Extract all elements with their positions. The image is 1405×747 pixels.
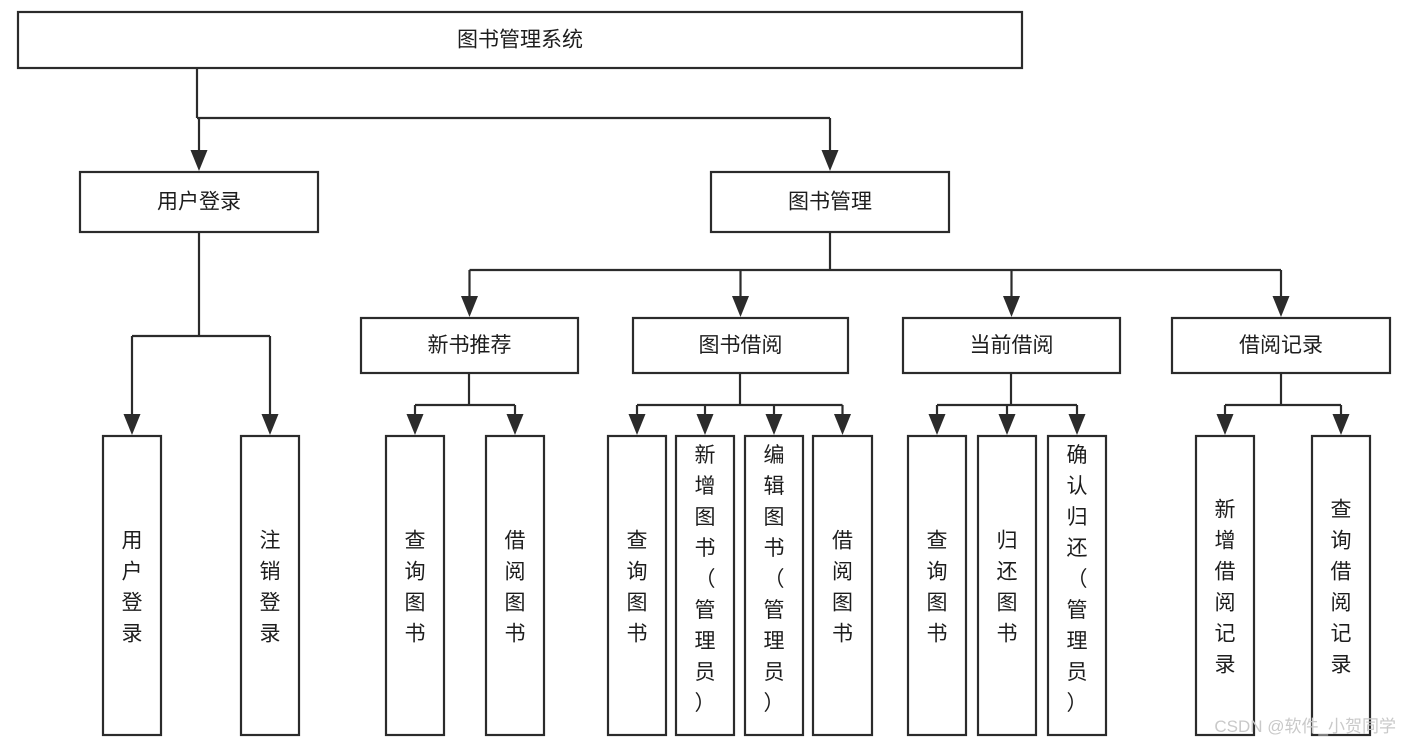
- node-box[interactable]: [1310, 434, 1372, 737]
- node-leaf_11[interactable]: 新增借阅记录: [1194, 434, 1256, 737]
- node-label: 查询图书: [927, 530, 948, 646]
- csdn-watermark: CSDN @软件_小贺同学: [1214, 717, 1396, 736]
- node-label: 借阅记录: [1239, 334, 1323, 357]
- arrow-head-icon: [998, 414, 1016, 435]
- node-label: 编辑图书（管理员）: [764, 444, 785, 715]
- node-leaf_12[interactable]: 查询借阅记录: [1310, 434, 1372, 737]
- node-box[interactable]: [359, 316, 580, 375]
- node-label: 图书借阅: [699, 334, 783, 357]
- node-l2_0[interactable]: 新书推荐: [359, 316, 580, 375]
- node-box[interactable]: [906, 434, 968, 737]
- node-leaf_1[interactable]: 注销登录: [239, 434, 301, 737]
- node-label: 查询图书: [405, 530, 426, 646]
- node-box[interactable]: [484, 434, 546, 737]
- connector-group-root: [190, 68, 839, 171]
- node-label: 查询图书: [627, 530, 648, 646]
- node-box[interactable]: [384, 434, 446, 737]
- node-label: 借阅图书: [832, 530, 853, 646]
- node-box[interactable]: [743, 434, 805, 737]
- arrow-head-icon: [190, 150, 208, 171]
- connector-group-l2_2: [928, 373, 1086, 435]
- node-label: 新书推荐: [428, 334, 512, 357]
- arrow-head-icon: [406, 414, 424, 435]
- node-leaf_5[interactable]: 新增图书（管理员）: [674, 434, 736, 737]
- arrow-head-icon: [732, 296, 749, 317]
- node-label: 图书管理: [788, 191, 872, 214]
- node-box[interactable]: [606, 434, 668, 737]
- node-l1_0[interactable]: 用户登录: [78, 170, 320, 234]
- node-leaf_4[interactable]: 查询图书: [606, 434, 668, 737]
- arrow-head-icon: [1003, 296, 1020, 317]
- arrow-head-icon: [765, 414, 783, 435]
- node-box[interactable]: [1194, 434, 1256, 737]
- arrow-head-icon: [1272, 296, 1290, 317]
- node-leaf_9[interactable]: 归还图书: [976, 434, 1038, 737]
- connector-group-l1_1: [461, 232, 1290, 317]
- connector-group-l2_1: [628, 373, 851, 435]
- node-box[interactable]: [1046, 434, 1108, 737]
- arrow-head-icon: [821, 150, 839, 171]
- arrow-head-icon: [628, 414, 646, 435]
- node-box[interactable]: [901, 316, 1122, 375]
- node-box[interactable]: [674, 434, 736, 737]
- node-root[interactable]: 图书管理系统: [16, 10, 1024, 70]
- connector-group-l2_0: [406, 373, 524, 435]
- node-label: 归还图书: [997, 530, 1018, 646]
- node-l2_1[interactable]: 图书借阅: [631, 316, 850, 375]
- node-leaf_2[interactable]: 查询图书: [384, 434, 446, 737]
- node-l2_2[interactable]: 当前借阅: [901, 316, 1122, 375]
- node-label: 用户登录: [122, 530, 143, 646]
- node-l2_3[interactable]: 借阅记录: [1170, 316, 1392, 375]
- arrow-head-icon: [1216, 414, 1234, 435]
- node-label: 图书管理系统: [457, 29, 583, 52]
- arrow-head-icon: [696, 414, 714, 435]
- node-box[interactable]: [78, 170, 320, 234]
- node-label: 借阅图书: [505, 530, 526, 646]
- node-box[interactable]: [1170, 316, 1392, 375]
- node-leaf_7[interactable]: 借阅图书: [811, 434, 874, 737]
- arrow-head-icon: [261, 414, 279, 435]
- node-label: 新增图书（管理员）: [695, 444, 716, 715]
- node-leaf_10[interactable]: 确认归还（管理员）: [1046, 434, 1108, 737]
- arrow-head-icon: [1068, 414, 1086, 435]
- connector-layer: [123, 68, 1350, 435]
- node-box[interactable]: [976, 434, 1038, 737]
- arrow-head-icon: [834, 414, 851, 435]
- node-label: 新增借阅记录: [1215, 499, 1236, 677]
- node-leaf_0[interactable]: 用户登录: [101, 434, 163, 737]
- node-leaf_3[interactable]: 借阅图书: [484, 434, 546, 737]
- arrow-head-icon: [461, 296, 478, 317]
- connector-group-l1_0: [123, 232, 279, 435]
- node-label: 当前借阅: [970, 334, 1054, 357]
- node-l1_1[interactable]: 图书管理: [709, 170, 951, 234]
- node-box[interactable]: [631, 316, 850, 375]
- node-layer: 图书管理系统用户登录图书管理新书推荐图书借阅当前借阅借阅记录用户登录注销登录查询…: [16, 10, 1392, 737]
- node-label: 用户登录: [157, 191, 241, 214]
- node-box[interactable]: [239, 434, 301, 737]
- node-label: 确认归还（管理员）: [1067, 444, 1088, 715]
- arrow-head-icon: [928, 414, 946, 435]
- node-label: 查询借阅记录: [1331, 499, 1352, 677]
- arrow-head-icon: [506, 414, 524, 435]
- node-leaf_6[interactable]: 编辑图书（管理员）: [743, 434, 805, 737]
- connector-group-l2_3: [1216, 373, 1350, 435]
- node-box[interactable]: [709, 170, 951, 234]
- node-box[interactable]: [811, 434, 874, 737]
- arrow-head-icon: [1332, 414, 1350, 435]
- node-leaf_8[interactable]: 查询图书: [906, 434, 968, 737]
- node-box[interactable]: [16, 10, 1024, 70]
- node-label: 注销登录: [260, 530, 281, 646]
- arrow-head-icon: [123, 414, 141, 435]
- node-box[interactable]: [101, 434, 163, 737]
